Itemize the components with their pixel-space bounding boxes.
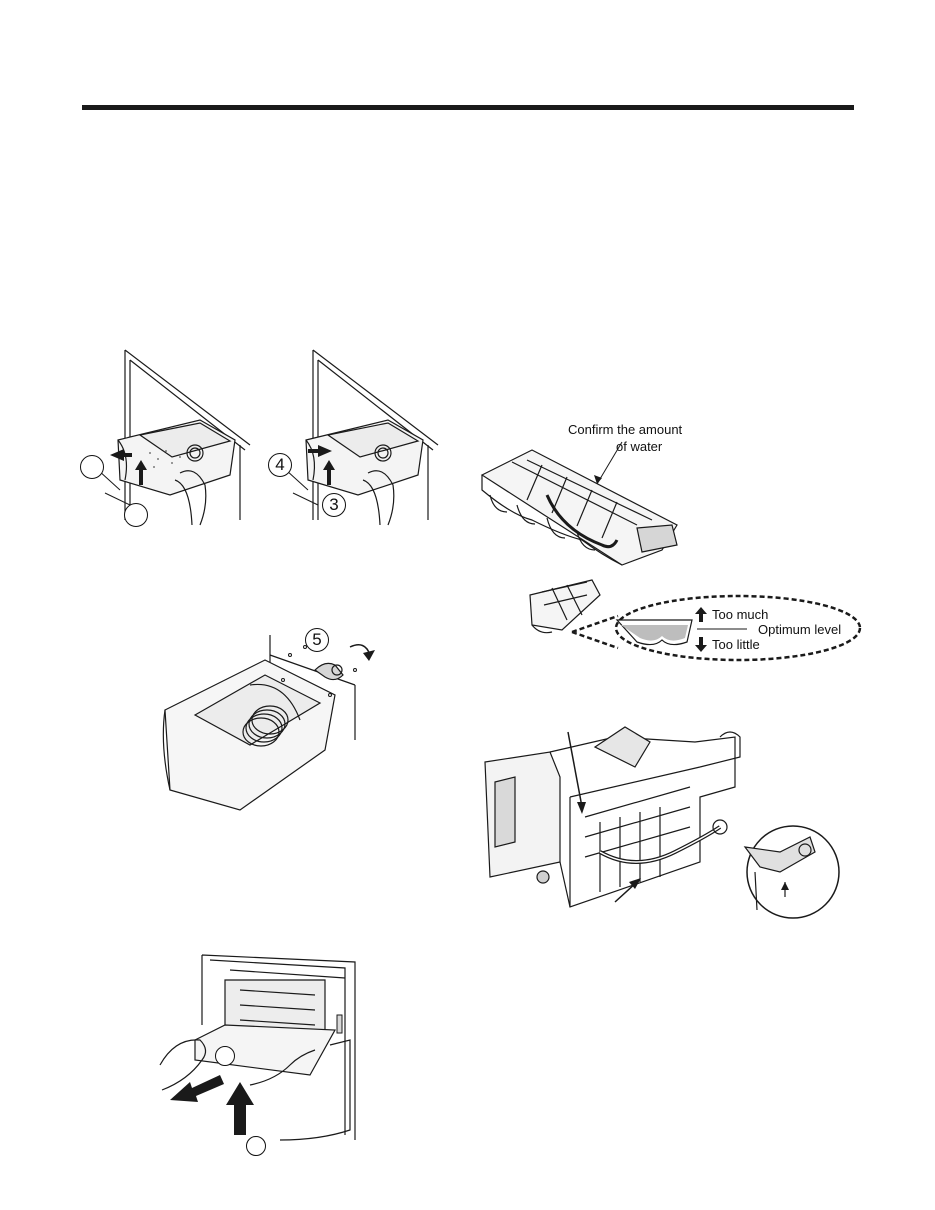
- shelf-removal-illustration: [140, 950, 365, 1156]
- ice-tray-illustration: Confirm the amount of water Too much Opt…: [472, 420, 872, 670]
- ice-bin-removal-illustration-2: 4 3: [268, 345, 448, 530]
- header-rule: [82, 105, 854, 110]
- ice-bin-removal-illustration-1: [80, 345, 260, 530]
- tray-caption-line-1: Confirm the amount: [568, 422, 683, 437]
- step-4-marker: 4: [268, 453, 292, 477]
- step-marker: [80, 455, 104, 479]
- optimum-level-label: Optimum level: [758, 622, 842, 637]
- ice-maker-assembly-illustration: [475, 722, 850, 932]
- step-3-marker: 3: [322, 493, 346, 517]
- auger-turn-illustration: 5: [155, 625, 385, 820]
- too-much-label: Too much: [712, 607, 769, 622]
- step-5-marker: 5: [305, 628, 329, 652]
- step-marker: [215, 1046, 235, 1066]
- tray-caption-line-2: of water: [616, 439, 663, 454]
- step-marker: [246, 1136, 266, 1156]
- step-marker: [124, 503, 148, 527]
- too-little-label: Too little: [712, 637, 760, 652]
